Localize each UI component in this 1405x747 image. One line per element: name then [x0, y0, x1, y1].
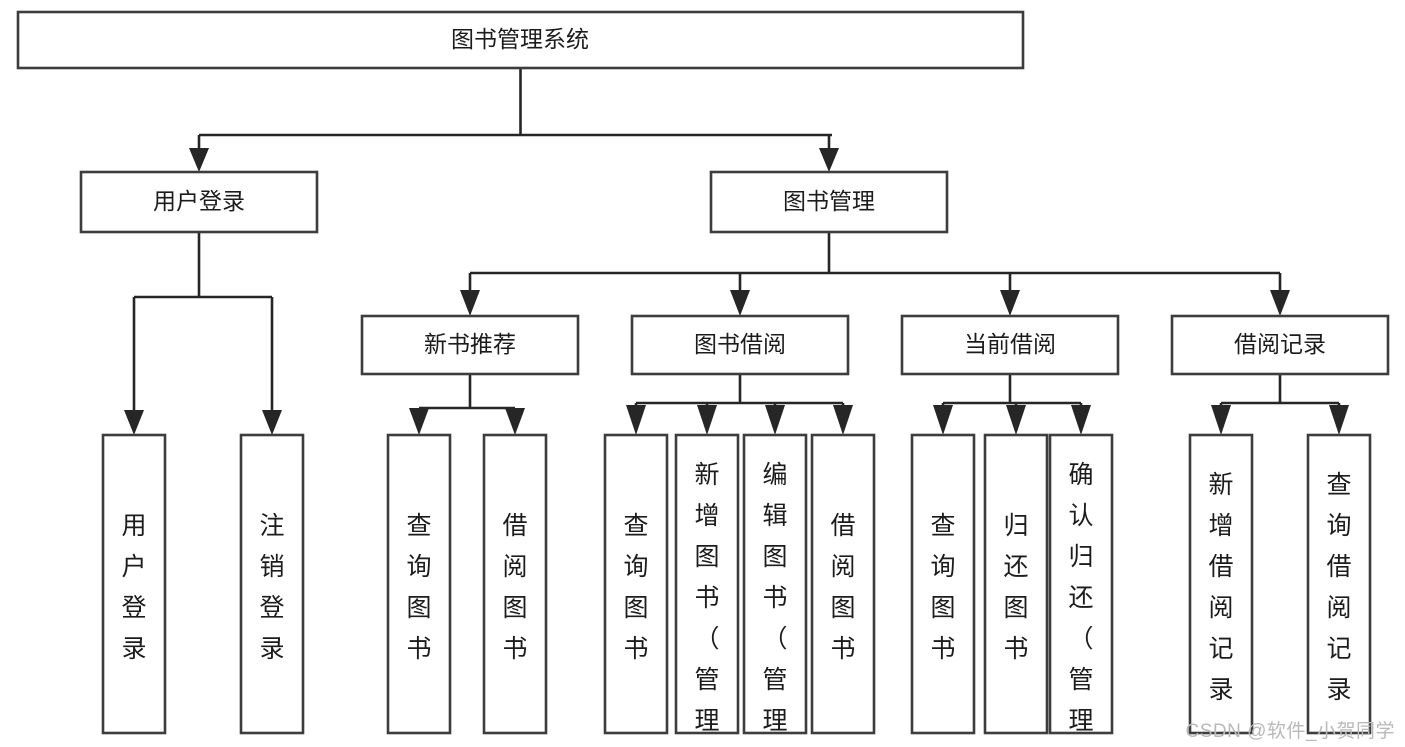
leaf-node[interactable]: 查询图书 [386, 433, 452, 735]
leaf-node-box[interactable] [239, 433, 305, 735]
leaf-node-box[interactable] [674, 433, 740, 735]
arrow-icon [124, 410, 144, 435]
arrow-icon [460, 290, 480, 316]
edge-borrow-trunk [634, 374, 845, 412]
arrow-icon [189, 148, 209, 172]
node-book-borrow[interactable]: 图书借阅 [630, 314, 850, 376]
leaf-node-label: 查询图书 [623, 512, 648, 663]
leaf-node-label: 新增图书（管理员） [694, 461, 719, 747]
leaf-node[interactable]: 借阅图书 [482, 433, 548, 735]
arrow-icon [1000, 290, 1020, 316]
arrow-icon [765, 405, 785, 435]
arrow-icon [730, 290, 750, 316]
leaf-node-box[interactable] [386, 433, 452, 735]
node-user-login[interactable]: 用户登录 [79, 170, 319, 234]
node-borrow-record-label: 借阅记录 [1234, 331, 1326, 357]
node-root-box[interactable] [16, 10, 1025, 70]
node-book-borrow-box[interactable] [630, 314, 850, 376]
leaf-node-label: 查询图书 [406, 512, 431, 663]
leaf-node[interactable]: 借阅图书 [810, 433, 876, 735]
arrow-icon [819, 148, 839, 172]
leaf-node-label: 查询借阅记录 [1326, 471, 1351, 704]
leaf-node-label: 用户登录 [121, 512, 146, 663]
leaf-node[interactable]: 编辑图书（管理员） [742, 433, 808, 747]
node-book-borrow-label: 图书借阅 [694, 331, 786, 357]
arrow-icon [1270, 290, 1290, 316]
leaf-node-label: 新增借阅记录 [1208, 471, 1233, 704]
leaf-node-label: 确认归还（管理员） [1068, 461, 1093, 747]
leaf-node-box[interactable] [1188, 433, 1254, 735]
leaf-node-box[interactable] [1048, 433, 1114, 735]
node-user-login-label: 用户登录 [153, 188, 245, 214]
arrow-icon [1329, 405, 1349, 435]
leaf-node[interactable]: 新增图书（管理员） [674, 433, 740, 747]
arrow-icon [409, 408, 429, 435]
leaf-node[interactable]: 注销登录 [239, 433, 305, 735]
node-book-management-box[interactable] [709, 170, 949, 234]
arrow-icon [933, 405, 953, 435]
node-root[interactable]: 图书管理系统 [16, 10, 1025, 70]
node-current-borrow-box[interactable] [900, 314, 1120, 376]
leaf-node-box[interactable] [1306, 433, 1372, 735]
leaf-node-box[interactable] [742, 433, 808, 735]
node-new-book-recommend-label: 新书推荐 [424, 331, 516, 357]
arrow-icon [833, 405, 853, 435]
edge-book-mgmt-trunk [468, 232, 1282, 292]
node-book-management[interactable]: 图书管理 [709, 170, 949, 234]
arrow-icon [1071, 405, 1091, 435]
arrow-icon [262, 410, 282, 435]
leaf-node[interactable]: 归还图书 [983, 433, 1049, 735]
leaf-node-box[interactable] [603, 433, 669, 735]
node-borrow-record-box[interactable] [1170, 314, 1390, 376]
node-borrow-record[interactable]: 借阅记录 [1170, 314, 1390, 376]
node-root-label: 图书管理系统 [451, 26, 589, 52]
node-book-management-label: 图书管理 [783, 188, 875, 214]
edge-layer [132, 68, 1341, 414]
node-new-book-recommend[interactable]: 新书推荐 [360, 314, 580, 376]
leaf-node-label: 归还图书 [1003, 512, 1028, 663]
node-current-borrow[interactable]: 当前借阅 [900, 314, 1120, 376]
leaf-node[interactable]: 查询图书 [603, 433, 669, 735]
leaf-node-box[interactable] [810, 433, 876, 735]
leaf-node[interactable]: 查询图书 [910, 433, 976, 735]
leaf-node-label: 查询图书 [930, 512, 955, 663]
edge-user-login-trunk [132, 232, 274, 412]
node-current-borrow-label: 当前借阅 [964, 331, 1056, 357]
arrow-icon [626, 405, 646, 435]
edge-root-trunk [197, 68, 832, 150]
leaf-node-box[interactable] [482, 433, 548, 735]
edge-new-book-trunk [417, 374, 517, 414]
node-user-login-box[interactable] [79, 170, 319, 234]
arrow-icon [697, 405, 717, 435]
arrow-icon [1211, 405, 1231, 435]
leaf-node[interactable]: 确认归还（管理员） [1048, 433, 1114, 747]
node-new-book-recommend-box[interactable] [360, 314, 580, 376]
leaf-node-label: 注销登录 [259, 512, 284, 663]
leaf-node-box[interactable] [983, 433, 1049, 735]
edge-borrow-record-trunk [1219, 374, 1341, 412]
leaf-node-box[interactable] [910, 433, 976, 735]
leaf-node-layer: 用户登录 注销登录 查询图书 借阅图书 查询图书 新增图书（管理员） 编辑图书（管理员） 借阅… [101, 433, 1372, 747]
leaf-node-box[interactable] [101, 433, 167, 735]
arrow-icon [1006, 405, 1026, 435]
arrow-icon [505, 408, 525, 435]
leaf-node[interactable]: 用户登录 [101, 433, 167, 735]
leaf-node[interactable]: 查询借阅记录 [1306, 433, 1372, 735]
leaf-node-label: 借阅图书 [830, 512, 855, 663]
leaf-node-label: 编辑图书（管理员） [762, 461, 787, 747]
leaf-node[interactable]: 新增借阅记录 [1188, 433, 1254, 735]
leaf-node-label: 借阅图书 [502, 512, 527, 663]
arrowhead-layer [124, 148, 1349, 435]
